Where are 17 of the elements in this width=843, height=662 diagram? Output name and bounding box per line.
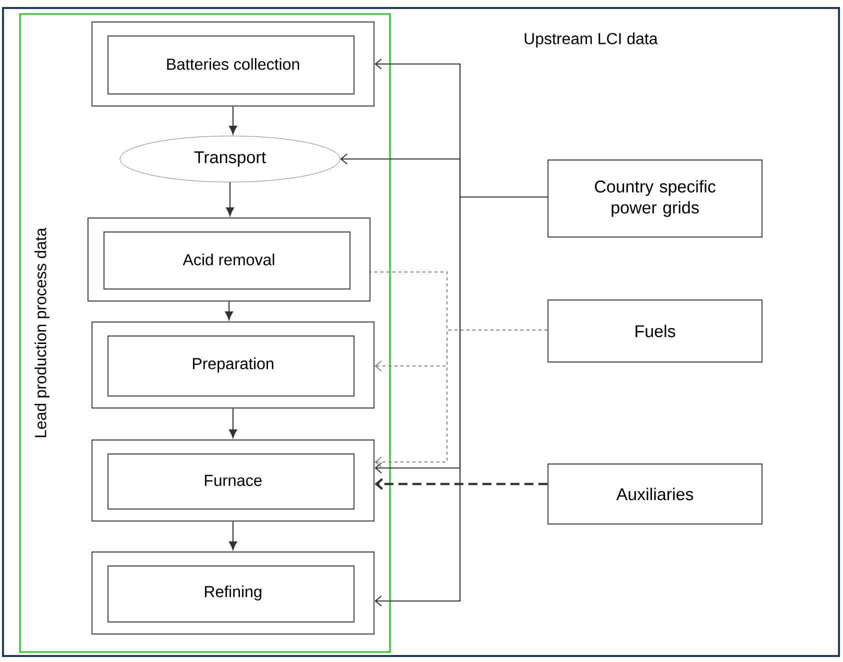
input-box: Country specific power grids [547, 159, 763, 238]
arrow [374, 478, 548, 490]
arrow [374, 330, 548, 468]
process-box: Preparation [91, 321, 375, 409]
arrow [229, 522, 237, 550]
process-box: Acid removal [87, 217, 371, 302]
section-label: Upstream LCI data [524, 32, 658, 48]
process-box: Furnace [91, 439, 375, 522]
process-box: Batteries collection [91, 21, 375, 107]
arrow [225, 302, 233, 320]
process-box: Refining [91, 551, 375, 635]
arrow [229, 408, 237, 438]
input-box: Fuels [547, 299, 763, 363]
arrow [226, 182, 234, 216]
input-box: Auxiliaries [547, 463, 763, 525]
arrow [229, 106, 237, 134]
arrow [374, 196, 548, 606]
